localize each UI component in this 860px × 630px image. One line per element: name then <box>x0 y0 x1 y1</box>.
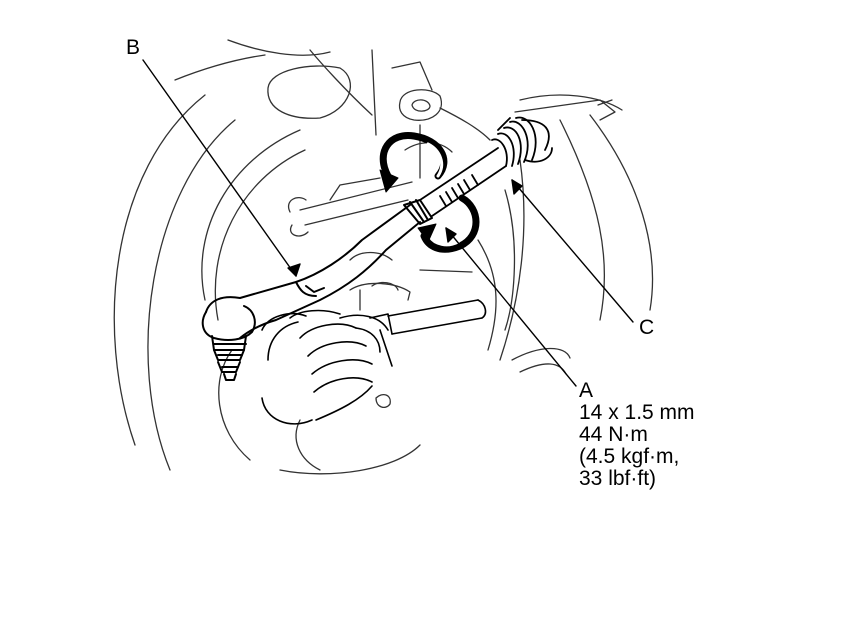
torque-kgf: (4.5 kgf·m, <box>579 445 680 468</box>
label-c: C <box>639 316 655 339</box>
leader-line-c <box>511 179 634 323</box>
torque-nm: 44 N·m <box>579 423 648 446</box>
callout-a: A 14 x 1.5 mm 44 N·m (4.5 kgf·m, 33 lbf·… <box>579 380 695 490</box>
thread-size: 14 x 1.5 mm <box>579 401 695 424</box>
leader-line-b <box>142 59 301 277</box>
background-outline <box>113 39 654 475</box>
label-b: B <box>126 36 141 59</box>
axle-boot <box>261 299 487 425</box>
label-a: A <box>579 379 594 402</box>
tie-rod-end <box>201 199 433 381</box>
torque-lbf: 33 lbf·ft) <box>579 467 657 490</box>
inner-tie-rod <box>419 116 553 217</box>
rotation-arrow-upper <box>379 132 448 193</box>
leader-line-a <box>445 227 577 387</box>
